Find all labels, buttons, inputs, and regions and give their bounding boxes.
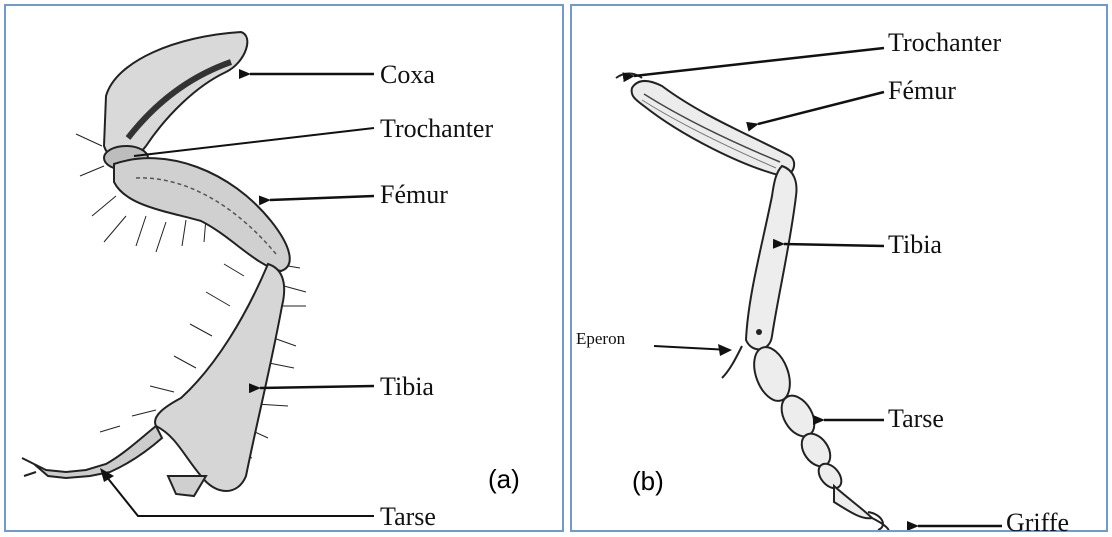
- tibia-pointer: [260, 386, 374, 388]
- label-coxa: Coxa: [380, 62, 435, 88]
- tibia-segment: [155, 264, 284, 491]
- panel-tag-a: (a): [488, 466, 520, 492]
- tibia-pointer-b: [784, 244, 884, 246]
- femur-pointer: [270, 196, 374, 200]
- panel-tag-b: (b): [632, 468, 664, 494]
- griffe-claws: [868, 512, 889, 530]
- panel-a: Coxa Trochanter Fémur Tibia Tarse (a): [4, 4, 564, 532]
- label-femur: Fémur: [380, 182, 448, 208]
- label-tibia: Tibia: [380, 374, 434, 400]
- tarse-segments-b: [747, 342, 872, 518]
- tibia-segment-b: [746, 166, 796, 349]
- tarse-segment: [34, 426, 162, 478]
- label-griffe: Griffe: [1006, 510, 1069, 536]
- femur-pointer-b: [758, 92, 884, 124]
- label-trochanter: Trochanter: [380, 116, 493, 142]
- label-tibia-b: Tibia: [888, 232, 942, 258]
- femur-segment: [114, 158, 290, 271]
- trochanter-pointer-b: [634, 48, 884, 76]
- label-tarse: Tarse: [380, 504, 436, 530]
- label-femur-b: Fémur: [888, 78, 956, 104]
- label-tarse-b: Tarse: [888, 406, 944, 432]
- leg-illustration-b: [572, 6, 1106, 530]
- coxa-segment: [104, 32, 247, 161]
- leg-illustration-a: [6, 6, 562, 530]
- panel-b: Trochanter Fémur Tibia Eperon Tarse Grif…: [570, 4, 1108, 532]
- trochanter-pointer: [134, 128, 374, 156]
- label-eperon: Eperon: [576, 330, 625, 347]
- label-trochanter-b: Trochanter: [888, 30, 1001, 56]
- femur-segment-b: [632, 81, 795, 176]
